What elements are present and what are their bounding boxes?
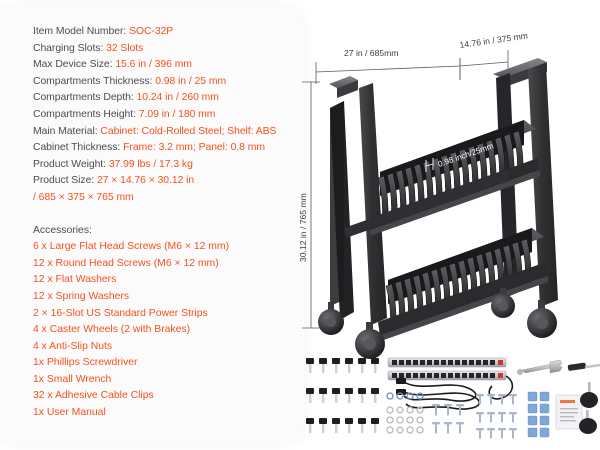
spec-label: Cabinet Thickness:: [33, 142, 124, 154]
user-manual: [555, 394, 583, 430]
spec-value: 15.6 in / 396 mm: [115, 59, 192, 71]
top-shelf-front-edge: [370, 170, 540, 236]
spec-value: 0.98 in / 25 mm: [155, 75, 227, 87]
spec-row-product-weight: Product Weight: 37.99 lbs / 17.3 kg: [33, 157, 301, 174]
large-flat-head-screws: [432, 404, 464, 434]
cart-front-right-post: [528, 63, 558, 307]
accessory-item: 2 × 16-Slot US Standard Power Strips: [33, 307, 208, 319]
spec-value: 32 Slots: [106, 42, 144, 54]
dimension-height-label: 30.12 in / 765 mm: [300, 193, 308, 262]
spec-value: 7.09 in / 180 mm: [138, 108, 216, 120]
spec-value: Cabinet: Cold-Rolled Steel; Shelf: ABS: [100, 125, 277, 137]
round-head-screws: [476, 394, 517, 439]
dimension-depth-label: 14.76 in / 375 mm: [459, 31, 529, 50]
clip-row-2: [306, 388, 379, 403]
spec-row-main-material: Main Material: Cabinet: Cold-Rolled Stee…: [33, 124, 301, 141]
power-strips: [387, 357, 514, 410]
spec-label: Compartments Depth:: [33, 92, 137, 104]
accessory-item: 12 x Round Head Screws (M6 × 12 mm): [33, 257, 219, 269]
power-strip-2: [387, 370, 507, 381]
spring-washers: [386, 392, 424, 400]
spec-row-cabinet-thickness: Cabinet Thickness: Frame: 3.2 mm; Panel:…: [33, 140, 301, 157]
spec-value: Frame: 3.2 mm; Panel: 0.8 mm: [123, 142, 265, 154]
charging-cart-illustration: 0.98 inch/25mm: [318, 58, 558, 359]
power-plug-1: [396, 378, 406, 384]
cart-top-bar-left: [329, 76, 358, 88]
anti-slip-nuts: [527, 391, 550, 438]
accessory-caster-2: [579, 410, 597, 434]
caster-wheel-front-right: [527, 300, 557, 338]
caster-wheels-accessory: [579, 382, 598, 434]
spec-row-compartments-thickness: Compartments Thickness: 0.98 in / 25 mm: [33, 74, 301, 91]
accessories-heading: Accessories:: [33, 224, 92, 236]
specification-panel: Item Model Number: SOC-32P Charging Slot…: [0, 6, 304, 444]
spec-row-compartments-height: Compartments Height: 7.09 in / 180 mm: [33, 107, 301, 124]
accessory-caster-1: [580, 382, 598, 408]
spec-label: Compartments Height:: [33, 108, 139, 120]
cart-left-side-panel: [330, 101, 344, 306]
product-diagram-area: 27 in / 685mm 14.76 in / 375 mm 30.12 in…: [300, 0, 600, 450]
accessory-item: 4 x Caster Wheels (2 with Brakes): [33, 324, 191, 336]
phillips-screwdriver: [567, 362, 600, 371]
accessories-photo-group: [306, 357, 600, 439]
accessory-item: 1x Small Wrench: [33, 373, 112, 385]
spec-row-model: Item Model Number: SOC-32P: [33, 24, 301, 41]
spec-value: 37.99 lbs / 17.3 kg: [108, 158, 193, 170]
caster-wheel-front-left: [355, 322, 385, 359]
spec-value: SOC-32P: [129, 26, 174, 37]
accessory-item: 6 x Large Flat Head Screws (M6 × 12 mm): [33, 241, 230, 253]
cart-top-bar-left-face: [337, 80, 358, 98]
clip-row-3: [306, 418, 379, 433]
accessory-item: 4 x Anti-Slip Nuts: [33, 340, 113, 352]
spec-row-product-size: Product Size: 27 × 14.76 × 30.12 in: [33, 173, 301, 190]
washers: [386, 392, 424, 434]
spec-label: Charging Slots:: [33, 42, 107, 54]
cart-front-left-post: [359, 83, 387, 325]
spec-label: Main Material:: [33, 125, 101, 137]
spec-row-max-device-size: Max Device Size: 15.6 in / 396 mm: [33, 57, 301, 74]
screws: [432, 394, 517, 439]
cart-bottom-shelf: [378, 228, 548, 342]
spec-label: Product Weight:: [33, 158, 109, 170]
small-wrench: [517, 359, 563, 375]
adhesive-cable-clips: [306, 358, 379, 433]
spec-label: Item Model Number:: [33, 26, 130, 37]
spec-label: Max Device Size:: [33, 59, 116, 71]
spec-row-compartments-depth: Compartments Depth: 10.24 in / 260 mm: [33, 90, 301, 107]
spec-row-product-size-metric: / 685 × 375 × 765 mm: [33, 191, 134, 203]
flat-washers: [386, 406, 424, 434]
power-strip-1: [387, 357, 507, 368]
spec-row-charging-slots: Charging Slots: 32 Slots: [33, 41, 301, 58]
dimension-width-label: 27 in / 685mm: [344, 48, 398, 58]
accessory-item: 1x User Manual: [33, 407, 106, 419]
spec-label: Product Size:: [33, 175, 97, 187]
dimension-height: 30.12 in / 765 mm: [300, 81, 320, 329]
dimension-width: 27 in / 685mm: [315, 48, 461, 84]
caster-wheel-rear-left: [318, 302, 344, 335]
accessory-item: 12 x Spring Washers: [33, 290, 130, 302]
spacer: [33, 207, 301, 223]
accessory-item: 12 x Flat Washers: [33, 274, 117, 286]
spec-value: 10.24 in / 260 mm: [136, 92, 219, 104]
bottom-shelf-front-lip: [378, 262, 548, 336]
spec-value: 27 × 14.76 × 30.12 in: [96, 175, 195, 187]
spec-label: Compartments Thickness:: [33, 75, 156, 87]
caster-wheel-rear-right: [491, 288, 515, 318]
clip-row-1: [306, 358, 379, 373]
accessory-item: 32 x Adhesive Cable Clips: [33, 390, 154, 402]
cart-middle-cross-brace: [344, 170, 510, 238]
accessory-item: 1x Phillips Screwdriver: [33, 357, 138, 369]
cart-top-bar-right: [493, 58, 547, 78]
specification-text-block: Item Model Number: SOC-32P Charging Slot…: [33, 24, 301, 422]
